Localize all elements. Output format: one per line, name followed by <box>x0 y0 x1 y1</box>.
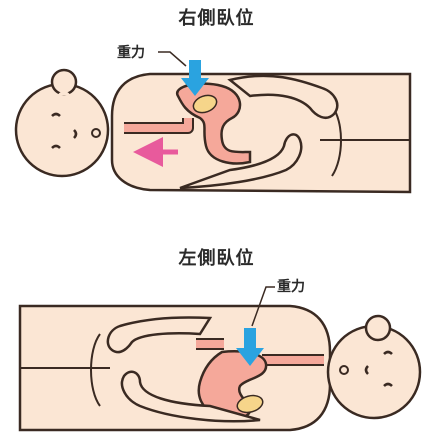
panel-2-ear <box>366 316 390 340</box>
panel-1-gravity-arrow-shaft <box>189 60 201 80</box>
panel-1-gravity-leader <box>158 52 186 66</box>
panel-1-illustration <box>16 52 410 192</box>
panel-2-illustration <box>20 287 420 430</box>
panel-1-ear <box>52 70 76 94</box>
panel-2-gravity-arrow-shaft <box>244 328 256 350</box>
